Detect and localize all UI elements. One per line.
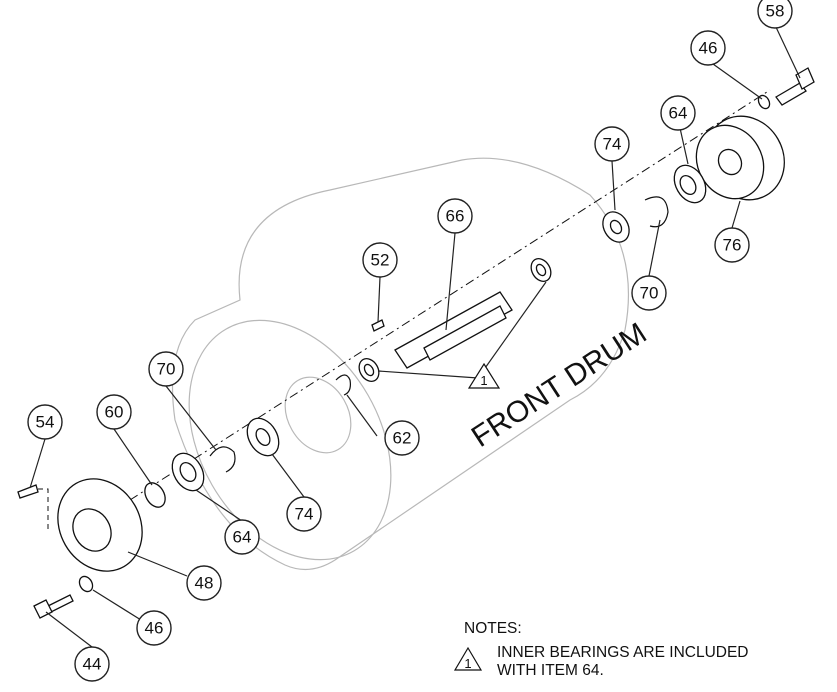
hub-76 [695,115,785,201]
flag-note-triangle: 1 [467,362,501,389]
callout-48: 48 [186,565,222,601]
front-drum-outline [171,157,630,571]
callout-74-top: 74 [594,126,630,162]
svg-text:46: 46 [145,619,164,638]
svg-text:62: 62 [393,429,412,448]
sleeve-bottom [358,358,380,382]
callout-54: 54 [27,404,63,440]
notes-heading: NOTES: [464,620,522,637]
callout-52: 52 [362,242,398,278]
callout-46-bottom: 46 [136,610,172,646]
washer-46-bottom [78,575,94,593]
svg-text:52: 52 [371,251,390,270]
callout-64-bottom: 64 [224,519,260,555]
retaining-ring-62 [335,374,351,396]
spacer-60 [144,482,166,508]
note-marker-number: 1 [464,656,471,671]
callout-60: 60 [96,394,132,430]
svg-text:54: 54 [36,413,55,432]
svg-text:64: 64 [669,104,688,123]
svg-text:44: 44 [83,655,102,674]
svg-text:74: 74 [295,505,314,524]
set-screw-54 [17,484,49,530]
svg-text:64: 64 [233,528,252,547]
svg-text:60: 60 [105,403,124,422]
callout-70-right: 70 [631,275,667,311]
note-line-1: INNER BEARINGS ARE INCLUDED [497,644,749,661]
svg-text:58: 58 [766,2,785,21]
bolt-58 [775,67,815,106]
callout-62: 62 [384,420,420,456]
key-52 [371,319,385,332]
callout-74-bottom: 74 [286,496,322,532]
leader-lines [29,24,801,648]
svg-text:76: 76 [723,236,742,255]
shaft-66 [394,291,513,369]
svg-text:48: 48 [195,574,214,593]
callout-64-top: 64 [660,95,696,131]
snap-ring-70-bottom [209,446,236,473]
svg-text:74: 74 [603,135,622,154]
seal-74-top [602,211,630,243]
snap-ring-70-top [644,196,669,228]
callout-58: 58 [757,0,793,29]
svg-text:70: 70 [640,284,659,303]
svg-text:70: 70 [157,360,176,379]
bolt-44 [33,594,74,619]
sleeve-top [530,258,552,282]
svg-text:46: 46 [699,39,718,58]
svg-text:1: 1 [480,373,487,388]
callout-76: 76 [714,227,750,263]
bearing-64-top [673,164,707,204]
notes-block: NOTES: 1 INNER BEARINGS ARE INCLUDED WIT… [453,620,749,679]
note-line-2: WITH ITEM 64. [497,662,604,679]
bearing-64-bottom [171,452,205,492]
svg-text:66: 66 [446,207,465,226]
seal-74-bottom [246,417,280,457]
callout-66: 66 [437,198,473,234]
callout-44: 44 [74,646,110,682]
shaft-centerline [129,89,771,501]
note-marker-triangle [453,646,483,671]
flange-48 [57,478,143,572]
callout-70-left: 70 [148,351,184,387]
callout-46-top: 46 [690,30,726,66]
